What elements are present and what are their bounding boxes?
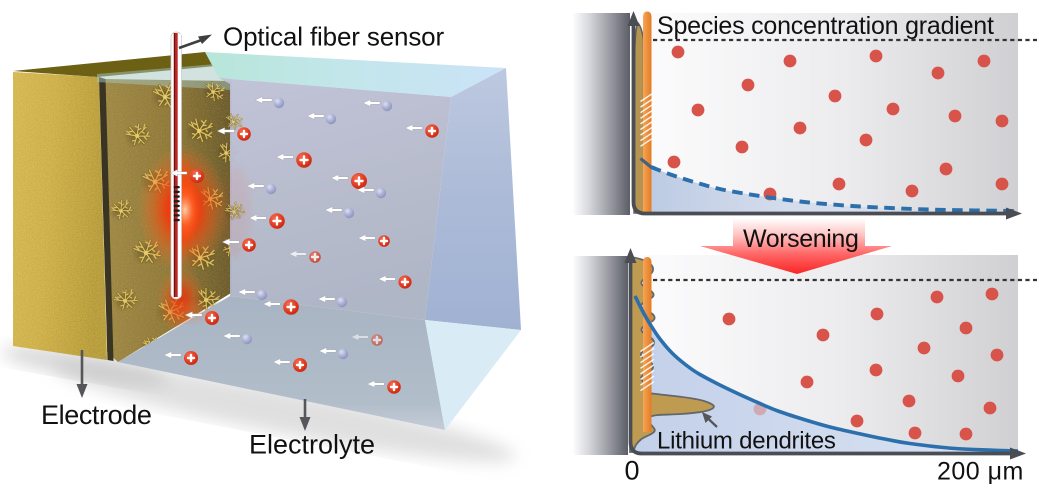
- svg-text:0: 0: [625, 456, 640, 486]
- svg-text:Optical fiber sensor: Optical fiber sensor: [223, 22, 444, 52]
- svg-text:Electrode: Electrode: [41, 400, 151, 430]
- svg-text:200 μm: 200 μm: [937, 458, 1024, 486]
- svg-text:Species concentration gradient: Species concentration gradient: [657, 12, 994, 40]
- svg-text:Electrolyte: Electrolyte: [249, 430, 375, 460]
- svg-text:Lithium dendrites: Lithium dendrites: [657, 428, 836, 455]
- svg-text:Worsening: Worsening: [743, 225, 858, 253]
